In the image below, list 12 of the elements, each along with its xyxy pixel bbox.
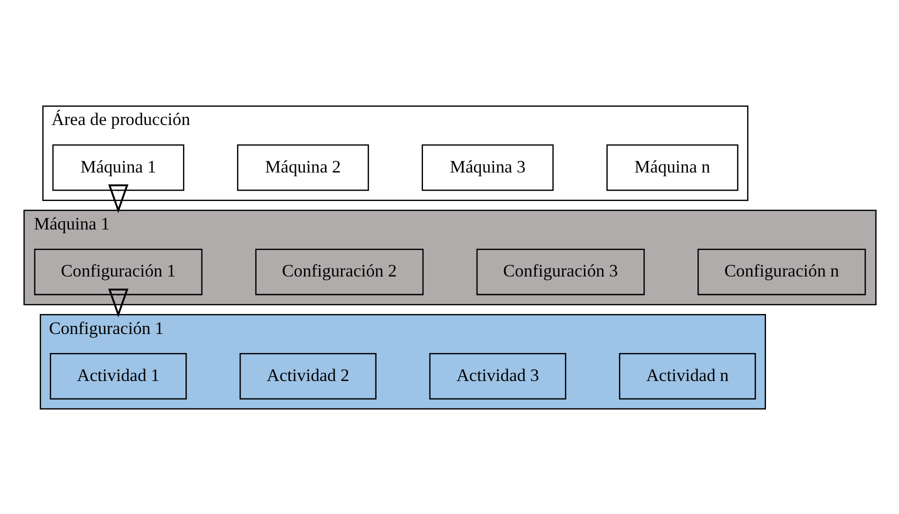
arrow xyxy=(108,288,128,318)
node-box: Actividad 1 xyxy=(49,352,186,399)
node-box: Actividad n xyxy=(618,352,756,399)
node-box: Configuración n xyxy=(697,248,866,295)
arrow xyxy=(108,184,128,213)
node-box: Máquina n xyxy=(606,144,738,190)
node-box: Máquina 3 xyxy=(421,144,554,190)
node-box: Actividad 2 xyxy=(239,352,376,399)
node-box: Actividad 3 xyxy=(428,352,566,399)
node-box: Máquina 2 xyxy=(236,144,368,190)
node-box: Configuración 2 xyxy=(254,248,424,295)
node-box: Configuración 3 xyxy=(476,248,644,295)
